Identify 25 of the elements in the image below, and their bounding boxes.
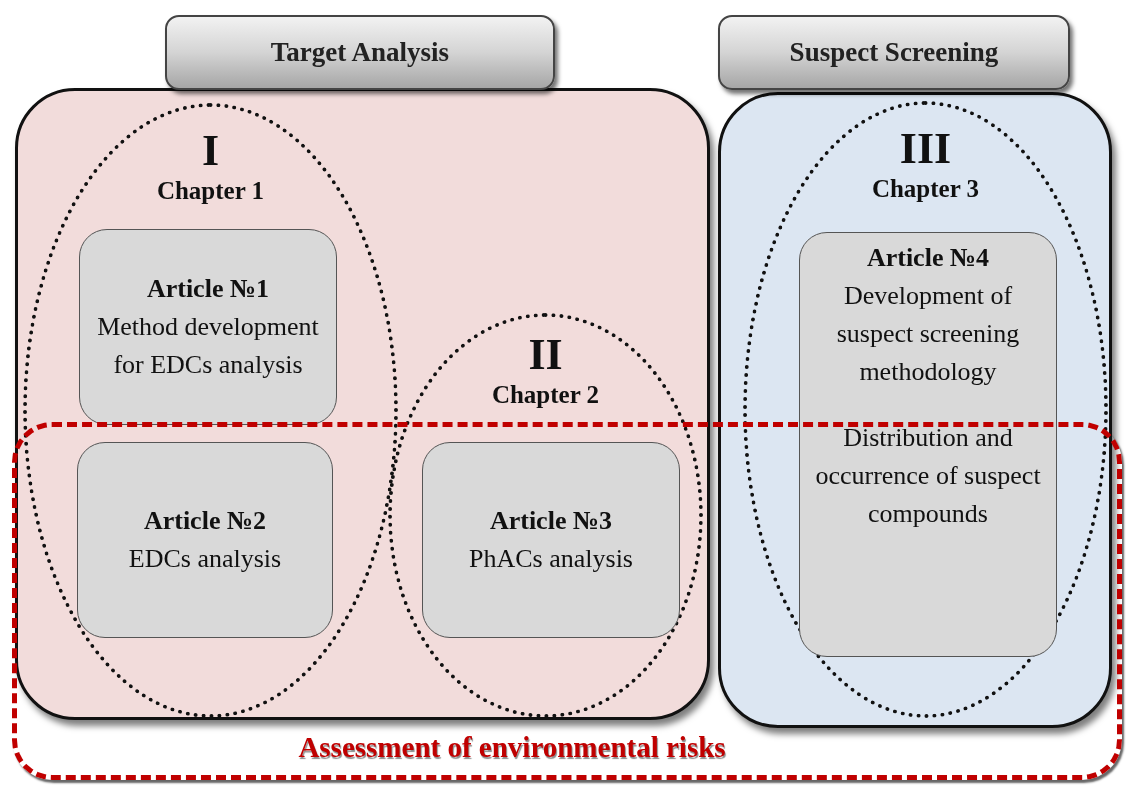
roman-numeral: I bbox=[201, 127, 220, 175]
article-box bbox=[799, 232, 1057, 657]
header-tab bbox=[165, 15, 555, 90]
article-box bbox=[422, 442, 680, 638]
article-description: Method development for EDCs analysis bbox=[96, 311, 320, 381]
region-label: Assessment of environmental risks bbox=[298, 729, 726, 765]
dashed-region bbox=[12, 422, 1122, 780]
article-title: Article №2 bbox=[143, 505, 267, 537]
article-description: PhACs analysis bbox=[469, 543, 633, 575]
chapter-label: Chapter 1 bbox=[156, 176, 265, 206]
roman-numeral: III bbox=[899, 125, 952, 173]
article-description: EDCs analysis bbox=[128, 543, 282, 575]
header-title: Suspect Screening bbox=[789, 36, 999, 70]
header-title: Target Analysis bbox=[270, 36, 450, 70]
article-title: Article №1 bbox=[146, 273, 270, 305]
article-box bbox=[79, 229, 337, 425]
article-box bbox=[77, 442, 333, 638]
article-title: Article №3 bbox=[489, 505, 613, 537]
roman-numeral: II bbox=[528, 331, 563, 379]
article-description: Distribution and occurrence of suspect compounds bbox=[814, 422, 1042, 530]
chapter-label: Chapter 3 bbox=[871, 174, 980, 204]
article-title: Article №4 bbox=[866, 242, 990, 274]
header-tab bbox=[718, 15, 1070, 90]
chapter-label: Chapter 2 bbox=[491, 380, 600, 410]
article-description: Development of suspect screening methodology bbox=[835, 280, 1021, 388]
